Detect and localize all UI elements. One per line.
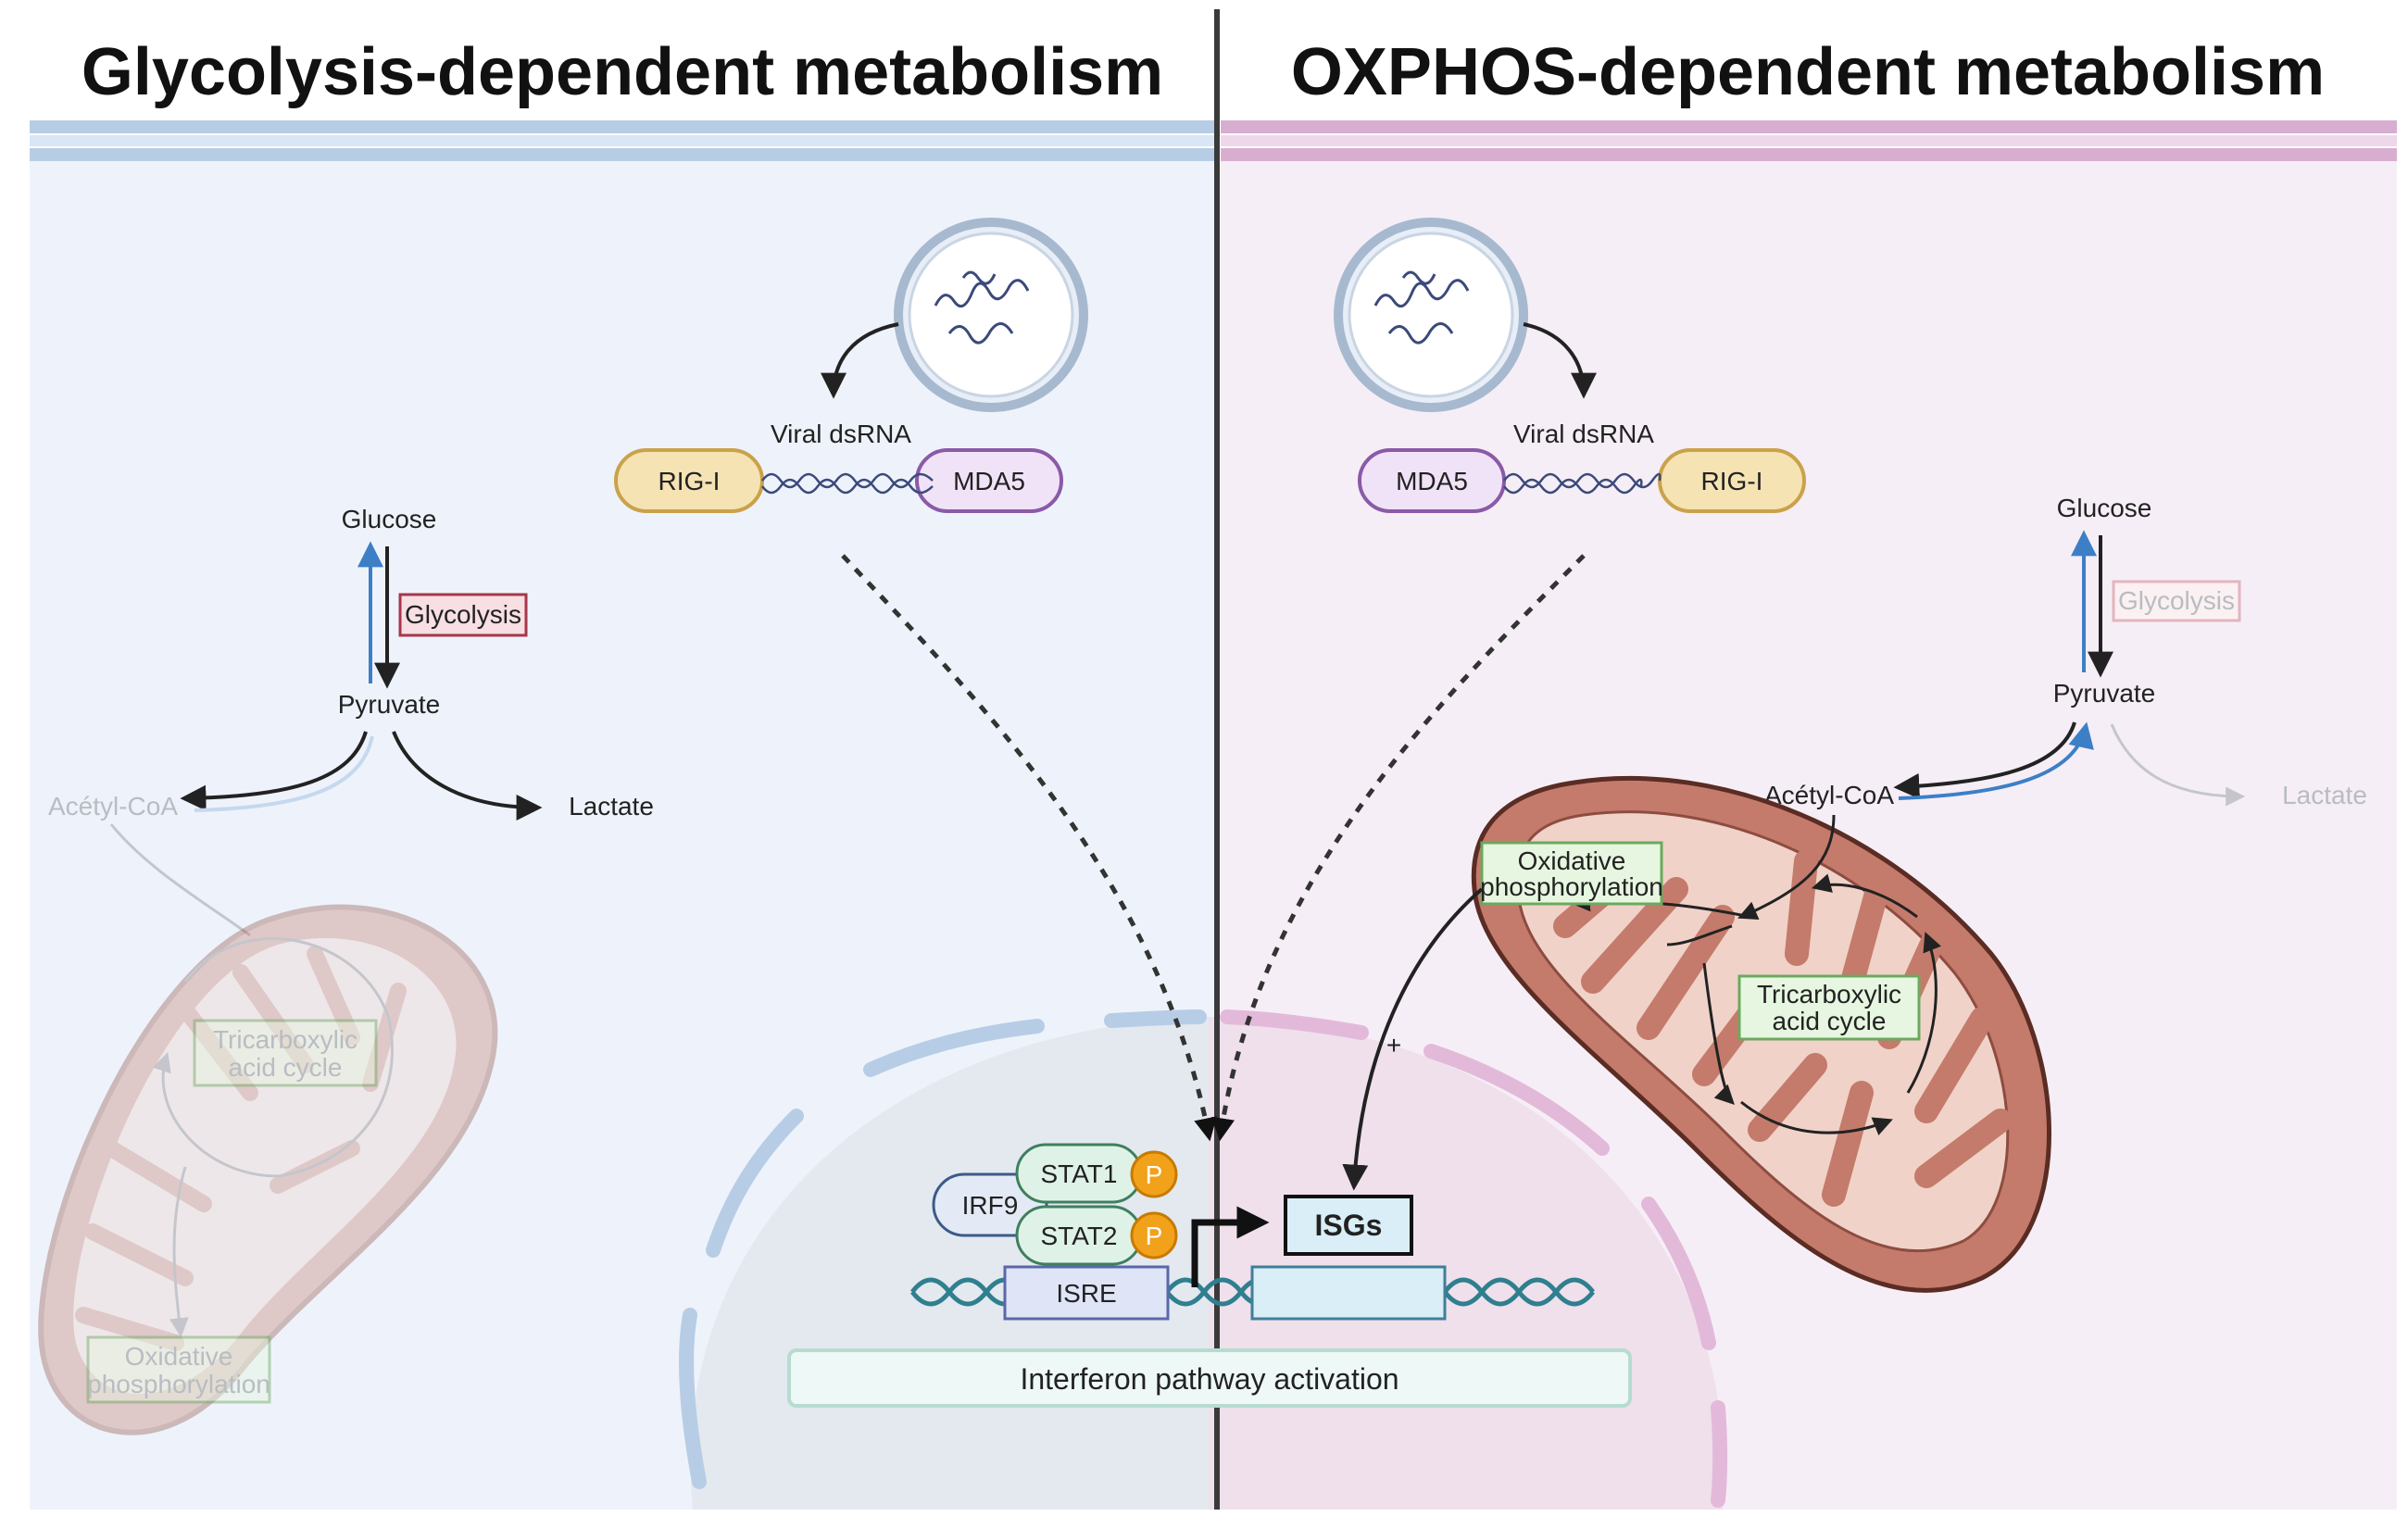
right-tca-box <box>1737 974 1921 1041</box>
stat2-phospho-label: P <box>1146 1222 1163 1250</box>
stat1-phospho-label: P <box>1146 1160 1163 1189</box>
left-membrane-bar <box>30 120 1215 161</box>
right-dsrna-strand <box>1502 472 1662 495</box>
stat1-label: STAT1 <box>1041 1159 1118 1188</box>
interferon-banner <box>787 1348 1632 1408</box>
left-acetyl-coa-label: Acétyl-CoA <box>48 792 178 821</box>
left-glucose-label: Glucose <box>342 505 437 533</box>
left-tca-label-line1: Tricarboxylic <box>213 1025 357 1054</box>
right-glycolysis-label: Glycolysis <box>2118 586 2235 615</box>
isre-element <box>1003 1265 1170 1321</box>
left-mda5-label: MDA5 <box>953 467 1025 495</box>
left-virus-particle <box>894 218 1088 412</box>
right-signal-dotted-arrow <box>1211 554 1586 1142</box>
stat2-phospho <box>1130 1211 1178 1260</box>
right-tca-label-line1: Tricarboxylic <box>1757 980 1901 1009</box>
right-oxphos-to-isgs-arrow <box>1342 887 1484 1191</box>
left-dsrna-strand <box>760 472 934 495</box>
right-mda5-label: MDA5 <box>1396 467 1468 495</box>
isgs-label: ISGs <box>1315 1209 1383 1242</box>
left-oxphos-box <box>86 1335 271 1404</box>
right-lactate-label: Lactate <box>2282 781 2367 809</box>
right-virus-particle <box>1334 218 1528 412</box>
right-oxphos-label-line1: Oxidative <box>1518 846 1626 875</box>
left-rig-i-label: RIG-I <box>658 467 721 495</box>
left-tca-box <box>193 1019 378 1087</box>
left-mda5-receptor <box>915 448 1063 513</box>
left-pyruvate-to-lactate-arrow <box>392 731 543 821</box>
right-acetyl-to-pyruvate-arrow <box>1898 721 2094 800</box>
isgs-box <box>1284 1195 1413 1256</box>
left-lactate-label: Lactate <box>569 792 654 821</box>
left-glycolysis-box <box>398 593 528 637</box>
left-oxphos-label-line1: Oxidative <box>125 1342 233 1371</box>
left-oxphos-label-line2: phosphorylation <box>87 1370 270 1398</box>
right-pyruvate-label: Pyruvate <box>2053 679 2156 708</box>
stat1-phospho <box>1130 1150 1178 1198</box>
left-pyruvate-label: Pyruvate <box>338 690 441 719</box>
isre-label: ISRE <box>1056 1279 1116 1308</box>
right-membrane-bar <box>1221 120 2397 161</box>
left-acetyl-to-pyruvate-arrow <box>194 735 374 812</box>
interferon-banner-label: Interferon pathway activation <box>1020 1362 1398 1396</box>
right-tca-cycle-arrows <box>1570 814 1941 1135</box>
left-pyruvate-to-acetyl-arrow <box>180 731 368 811</box>
right-rig-i-label: RIG-I <box>1701 467 1763 495</box>
right-pyruvate-to-lactate-arrow <box>2110 723 2246 807</box>
right-viral-dsrna-label: Viral dsRNA <box>1513 420 1654 448</box>
right-tca-label-line2: acid cycle <box>1773 1007 1887 1035</box>
left-tca-to-oxphos-arrow <box>169 1166 189 1338</box>
right-oxphos-box <box>1480 841 1663 906</box>
isg-gene-region <box>1250 1265 1447 1321</box>
right-pyruvate-to-acetyl-arrow <box>1893 721 2076 799</box>
right-plus-sign: + <box>1386 1031 1401 1059</box>
right-title: OXPHOS-dependent metabolism <box>1291 35 2325 109</box>
left-mitochondrion <box>38 904 498 1435</box>
right-acetyl-coa-label: Acétyl-CoA <box>1764 781 1894 809</box>
stat2-label: STAT2 <box>1041 1222 1118 1250</box>
right-glycolysis-box <box>2112 580 2241 622</box>
left-virus-arrow <box>821 322 899 399</box>
left-glycolysis-label: Glycolysis <box>405 600 521 629</box>
left-viral-dsrna-label: Viral dsRNA <box>771 420 911 448</box>
left-acetyl-to-tca-arrow <box>109 823 251 937</box>
irf9-label: IRF9 <box>962 1191 1019 1220</box>
transcription-start-arrow <box>1191 1206 1270 1287</box>
right-oxphos-label-line2: phosphorylation <box>1480 872 1663 901</box>
irf9-protein <box>932 1172 1048 1237</box>
left-tca-label-line2: acid cycle <box>229 1053 343 1082</box>
right-glucose-label: Glucose <box>2057 494 2152 522</box>
left-title: Glycolysis-dependent metabolism <box>82 35 1163 109</box>
right-virus-arrow <box>1523 322 1597 399</box>
left-tca-cycle-arrow <box>152 937 394 1178</box>
